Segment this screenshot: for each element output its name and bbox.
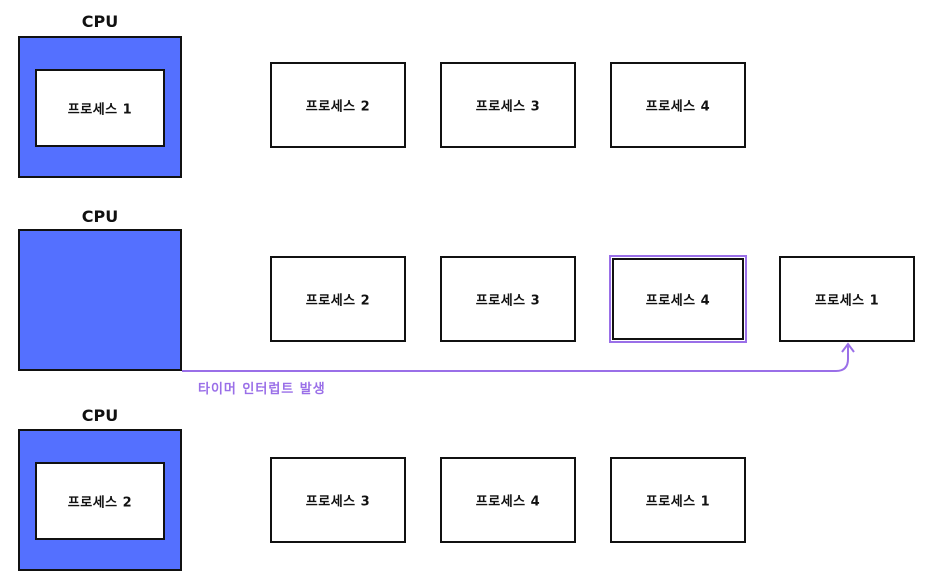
cpu-block	[18, 229, 182, 371]
queue-process-box: 프로세스 2	[270, 256, 406, 342]
process-label: 프로세스 1	[645, 494, 711, 510]
process-label: 프로세스 3	[475, 99, 541, 115]
process-label: 프로세스 4	[645, 99, 711, 115]
process-label: 프로세스 3	[305, 494, 371, 510]
process-label: 프로세스 2	[67, 495, 133, 511]
cpu-label: CPU	[81, 12, 119, 31]
process-label: 프로세스 2	[305, 293, 371, 309]
process-label: 프로세스 2	[305, 99, 371, 115]
cpu-process-box: 프로세스 2	[35, 462, 165, 540]
queue-process-box-highlighted: 프로세스 4	[609, 255, 747, 343]
process-label: 프로세스 1	[814, 293, 880, 309]
cpu-label: CPU	[81, 406, 119, 425]
queue-process-box: 프로세스 4	[610, 62, 746, 148]
queue-process-box: 프로세스 1	[779, 256, 915, 342]
queue-process-box: 프로세스 3	[440, 256, 576, 342]
queue-process-box: 프로세스 4	[440, 457, 576, 543]
process-label: 프로세스 1	[67, 102, 133, 118]
queue-process-box: 프로세스 2	[270, 62, 406, 148]
cpu-label: CPU	[81, 207, 119, 226]
process-label: 프로세스 4	[475, 494, 541, 510]
cpu-process-box: 프로세스 1	[35, 69, 165, 147]
process-label: 프로세스 4	[645, 293, 711, 309]
cpu-block: 프로세스 1	[18, 36, 182, 178]
queue-process-box: 프로세스 3	[440, 62, 576, 148]
queue-process-box: 프로세스 1	[610, 457, 746, 543]
cpu-block: 프로세스 2	[18, 429, 182, 571]
process-label: 프로세스 3	[475, 293, 541, 309]
queue-process-box: 프로세스 3	[270, 457, 406, 543]
interrupt-label: 타이머 인터럽트 발생	[198, 382, 326, 397]
